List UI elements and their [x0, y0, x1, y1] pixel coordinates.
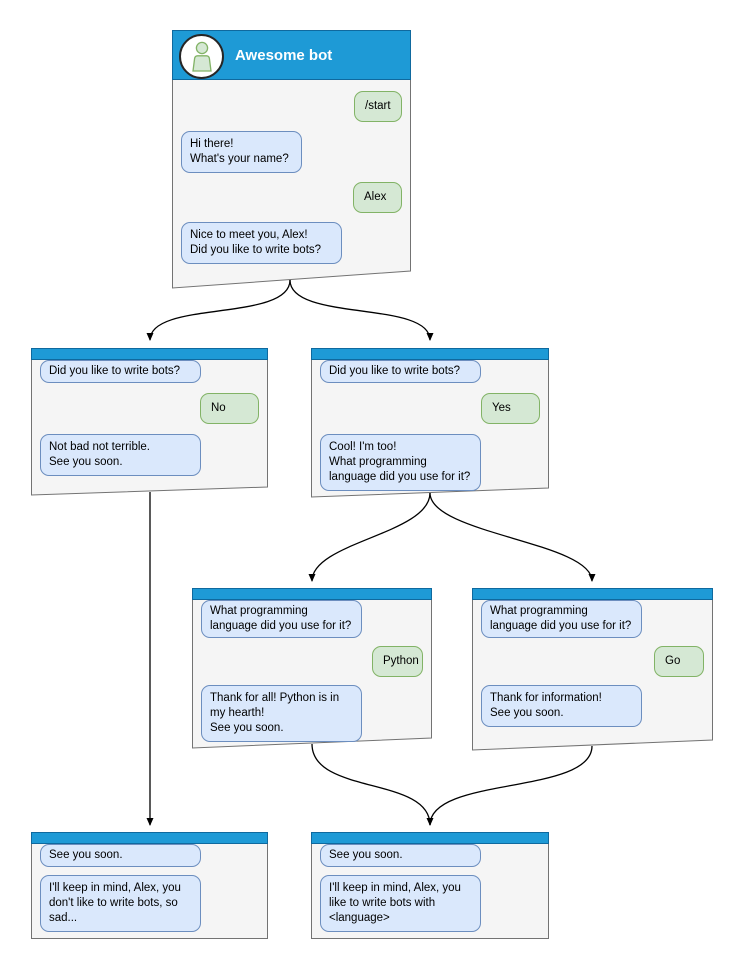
message-list: Did you like to write bots? Yes Cool! I'… — [311, 360, 549, 491]
question-echo-bubble: What programming language did you use fo… — [201, 600, 362, 638]
chat-window-header-bar — [31, 348, 268, 360]
bot-message-bubble: I'll keep in mind, Alex, you don't like … — [40, 875, 201, 932]
bot-message-bubble: Hi there! What's your name? — [181, 131, 302, 173]
chat-window-lang-go: What programming language did you use fo… — [472, 588, 713, 750]
chat-window-header-bar — [472, 588, 713, 600]
connector-start-to-yes — [289, 279, 434, 341]
connector-go-to-end — [429, 745, 593, 826]
question-echo-bubble: Did you like to write bots? — [320, 360, 481, 383]
question-echo-bubble: Did you like to write bots? — [40, 360, 201, 383]
bot-message-bubble: Thank for all! Python is in my hearth! S… — [201, 685, 362, 742]
message-list: What programming language did you use fo… — [192, 600, 432, 742]
chat-window-end-yes: See you soon. I'll keep in mind, Alex, y… — [311, 832, 549, 939]
question-echo-bubble: See you soon. — [40, 844, 201, 867]
chat-window-start-header: Awesome bot — [172, 30, 411, 80]
bot-avatar — [179, 33, 224, 79]
chat-window-lang-python: What programming language did you use fo… — [192, 588, 432, 748]
message-list: /start Hi there! What's your name? Alex … — [172, 80, 411, 264]
bot-message-bubble: I'll keep in mind, Alex, you like to wri… — [320, 875, 481, 932]
bot-message-bubble: Not bad not terrible. See you soon. — [40, 434, 201, 476]
chat-window-branch-no: Did you like to write bots? No Not bad n… — [31, 348, 268, 495]
connector-start-to-no — [146, 279, 291, 341]
connector-python-to-end — [311, 743, 434, 826]
user-message-bubble: Yes — [481, 393, 540, 424]
question-echo-bubble: See you soon. — [320, 844, 481, 867]
chat-window-header-bar — [192, 588, 432, 600]
chat-window-header-bar — [311, 832, 549, 844]
user-message-bubble: Python — [372, 646, 423, 677]
bot-message-bubble: Cool! I'm too! What programming language… — [320, 434, 481, 491]
chat-window-branch-yes: Did you like to write bots? Yes Cool! I'… — [311, 348, 549, 497]
connector-yes-to-go — [429, 492, 596, 582]
bot-message-bubble: Nice to meet you, Alex! Did you like to … — [181, 222, 342, 264]
chat-window-title: Awesome bot — [235, 46, 333, 64]
message-list: See you soon. I'll keep in mind, Alex, y… — [31, 844, 268, 932]
chat-window-header-bar — [31, 832, 268, 844]
connector-yes-to-python — [308, 492, 431, 582]
message-list: Did you like to write bots? No Not bad n… — [31, 360, 268, 476]
user-message-bubble: Go — [654, 646, 704, 677]
user-message-bubble: No — [200, 393, 259, 424]
person-icon — [191, 41, 212, 72]
chat-window-end-no: See you soon. I'll keep in mind, Alex, y… — [31, 832, 268, 939]
question-echo-bubble: What programming language did you use fo… — [481, 600, 642, 638]
bot-message-bubble: Thank for information! See you soon. — [481, 685, 642, 727]
message-list: What programming language did you use fo… — [472, 600, 713, 727]
message-list: See you soon. I'll keep in mind, Alex, y… — [311, 844, 549, 932]
user-message-bubble: /start — [354, 91, 402, 122]
chat-window-start: Awesome bot /start Hi there! What's your… — [172, 30, 411, 288]
user-message-bubble: Alex — [353, 182, 402, 213]
chat-window-header-bar — [311, 348, 549, 360]
